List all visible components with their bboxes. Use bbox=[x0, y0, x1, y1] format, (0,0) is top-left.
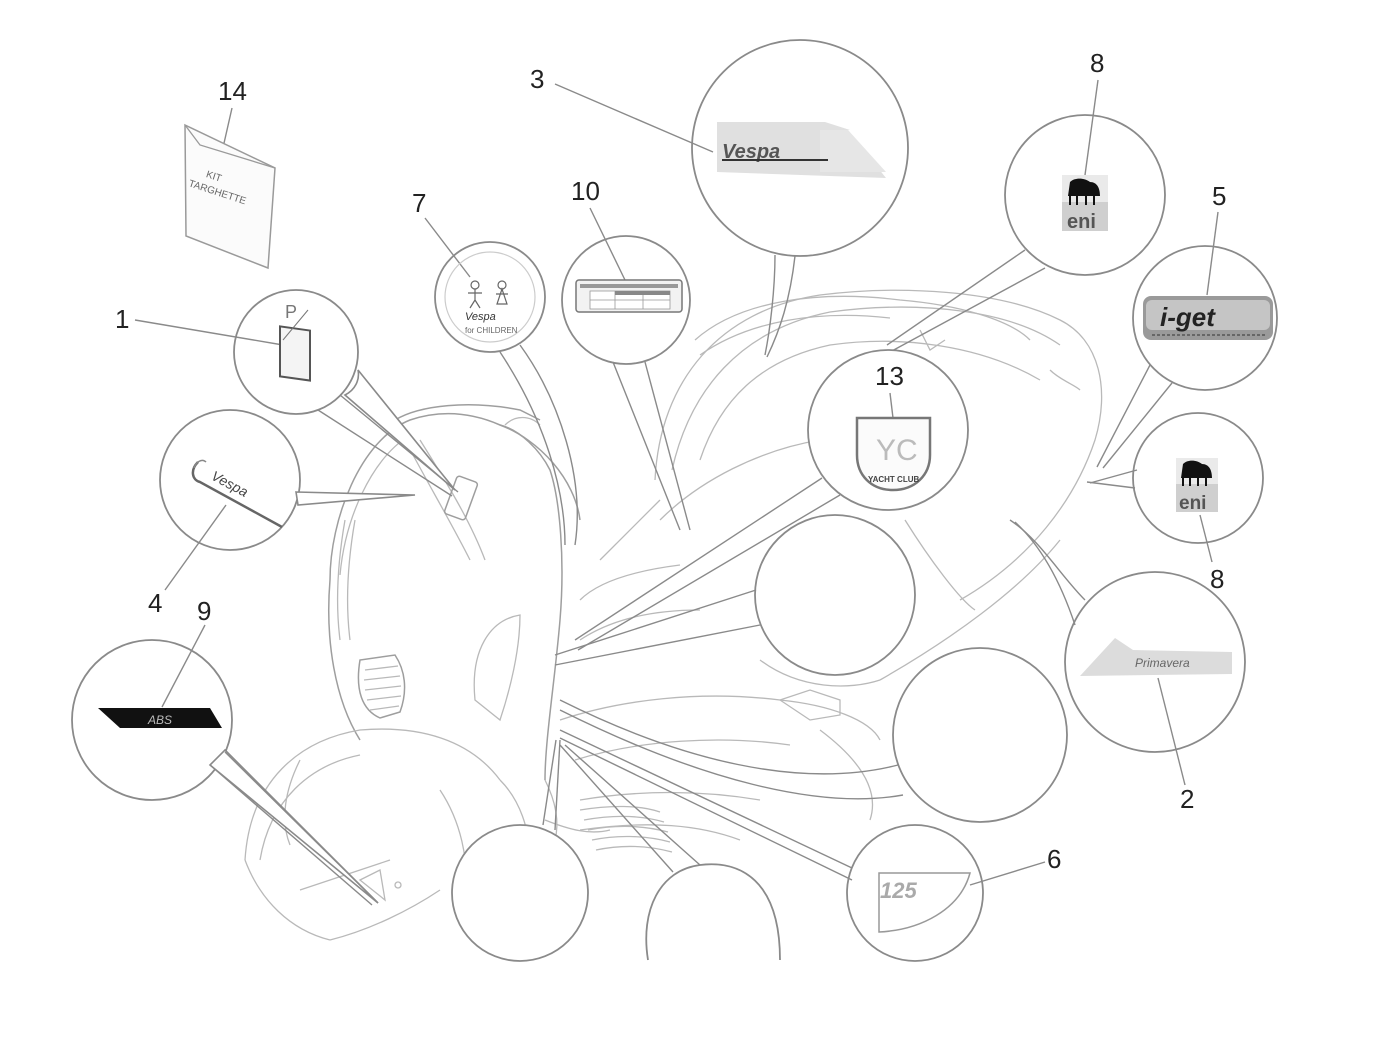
callout-13: 13 YC YACHT CLUB bbox=[574, 349, 969, 651]
vespa-decal-text: Vespa bbox=[722, 141, 780, 163]
callout-5: 5 i-get bbox=[1096, 181, 1278, 469]
eni-text-right: eni bbox=[1179, 493, 1206, 514]
callout-number-4: 4 bbox=[148, 588, 162, 618]
callout-number-14: 14 bbox=[218, 76, 247, 106]
callout-number-5: 5 bbox=[1212, 181, 1226, 211]
primavera-decal-icon: Primavera bbox=[1080, 638, 1232, 676]
iget-text: i-get bbox=[1160, 302, 1216, 332]
horn-grille bbox=[357, 654, 406, 719]
callout-4: 4 Vespa bbox=[148, 409, 416, 618]
iget-badge-icon: i-get bbox=[1143, 296, 1273, 340]
callout-number-9: 9 bbox=[197, 596, 211, 626]
callout-number-13: 13 bbox=[875, 361, 904, 391]
callout-2: 2 Primavera bbox=[1009, 519, 1246, 814]
callout-10: 10 bbox=[561, 176, 691, 531]
children-vespa-text: Vespa bbox=[465, 311, 496, 323]
yc-monogram: YC bbox=[876, 434, 918, 467]
detail-circle-empty-3 bbox=[451, 824, 589, 962]
callout-empty-lower-right bbox=[559, 647, 1068, 823]
125-decal-icon: 125 bbox=[878, 872, 971, 933]
callout-number-6: 6 bbox=[1047, 844, 1061, 874]
callout-number-1: 1 bbox=[115, 304, 129, 334]
kit-envelope-icon: KIT TARGHETTE bbox=[184, 123, 276, 270]
callout-number-2: 2 bbox=[1180, 784, 1194, 814]
callout-empty-bottom-left bbox=[451, 739, 589, 962]
callout-1: 1 P bbox=[115, 289, 459, 497]
primavera-text: Primavera bbox=[1135, 656, 1190, 670]
tyre-pressure-label-icon bbox=[575, 279, 683, 313]
kit-label-line1: KIT bbox=[205, 169, 223, 184]
scooter-outline bbox=[244, 289, 1103, 941]
detail-circle-4 bbox=[159, 409, 301, 551]
eni-logo-icon: eni bbox=[1062, 175, 1108, 233]
125-text: 125 bbox=[880, 878, 917, 903]
detail-circle-7 bbox=[434, 241, 546, 353]
callout-14: 14 KIT TARGHETTE bbox=[184, 76, 276, 270]
p-plate-badge-icon: P bbox=[279, 302, 311, 382]
callout-3: 3 Vespa bbox=[530, 39, 909, 358]
callout-number-10: 10 bbox=[571, 176, 600, 206]
yacht-club-shield-icon: YC YACHT CLUB bbox=[855, 416, 932, 492]
vespa-side-decal-icon: Vespa bbox=[717, 122, 886, 178]
callout-7: 7 Vespa for CHILDREN bbox=[412, 188, 578, 546]
callout-empty-middle bbox=[554, 514, 916, 676]
callout-8-right: 8 eni bbox=[1086, 412, 1264, 594]
eni-logo-icon: eni bbox=[1176, 458, 1218, 514]
detail-circle-empty-2 bbox=[892, 647, 1068, 823]
callout-8-top: 8 eni bbox=[886, 48, 1166, 353]
callout-6: 6 125 bbox=[559, 729, 1061, 962]
yacht-club-text: YACHT CLUB bbox=[868, 475, 919, 484]
abs-text: ABS bbox=[147, 713, 172, 727]
callout-number-7: 7 bbox=[412, 188, 426, 218]
children-caption: for CHILDREN bbox=[465, 326, 518, 335]
callout-number-8-top: 8 bbox=[1090, 48, 1104, 78]
callout-number-8-right: 8 bbox=[1210, 564, 1224, 594]
callout-9: 9 ABS bbox=[71, 596, 379, 906]
abs-decal-icon: ABS bbox=[98, 708, 222, 728]
eni-text-top: eni bbox=[1067, 211, 1096, 233]
footboard-ribs bbox=[579, 805, 673, 853]
detail-circle-empty-1 bbox=[754, 514, 916, 676]
vespa-for-children-icon: Vespa for CHILDREN bbox=[444, 251, 536, 343]
plate-letter: P bbox=[285, 302, 297, 322]
callout-number-3: 3 bbox=[530, 64, 544, 94]
callout-empty-bottom-center bbox=[559, 744, 781, 961]
